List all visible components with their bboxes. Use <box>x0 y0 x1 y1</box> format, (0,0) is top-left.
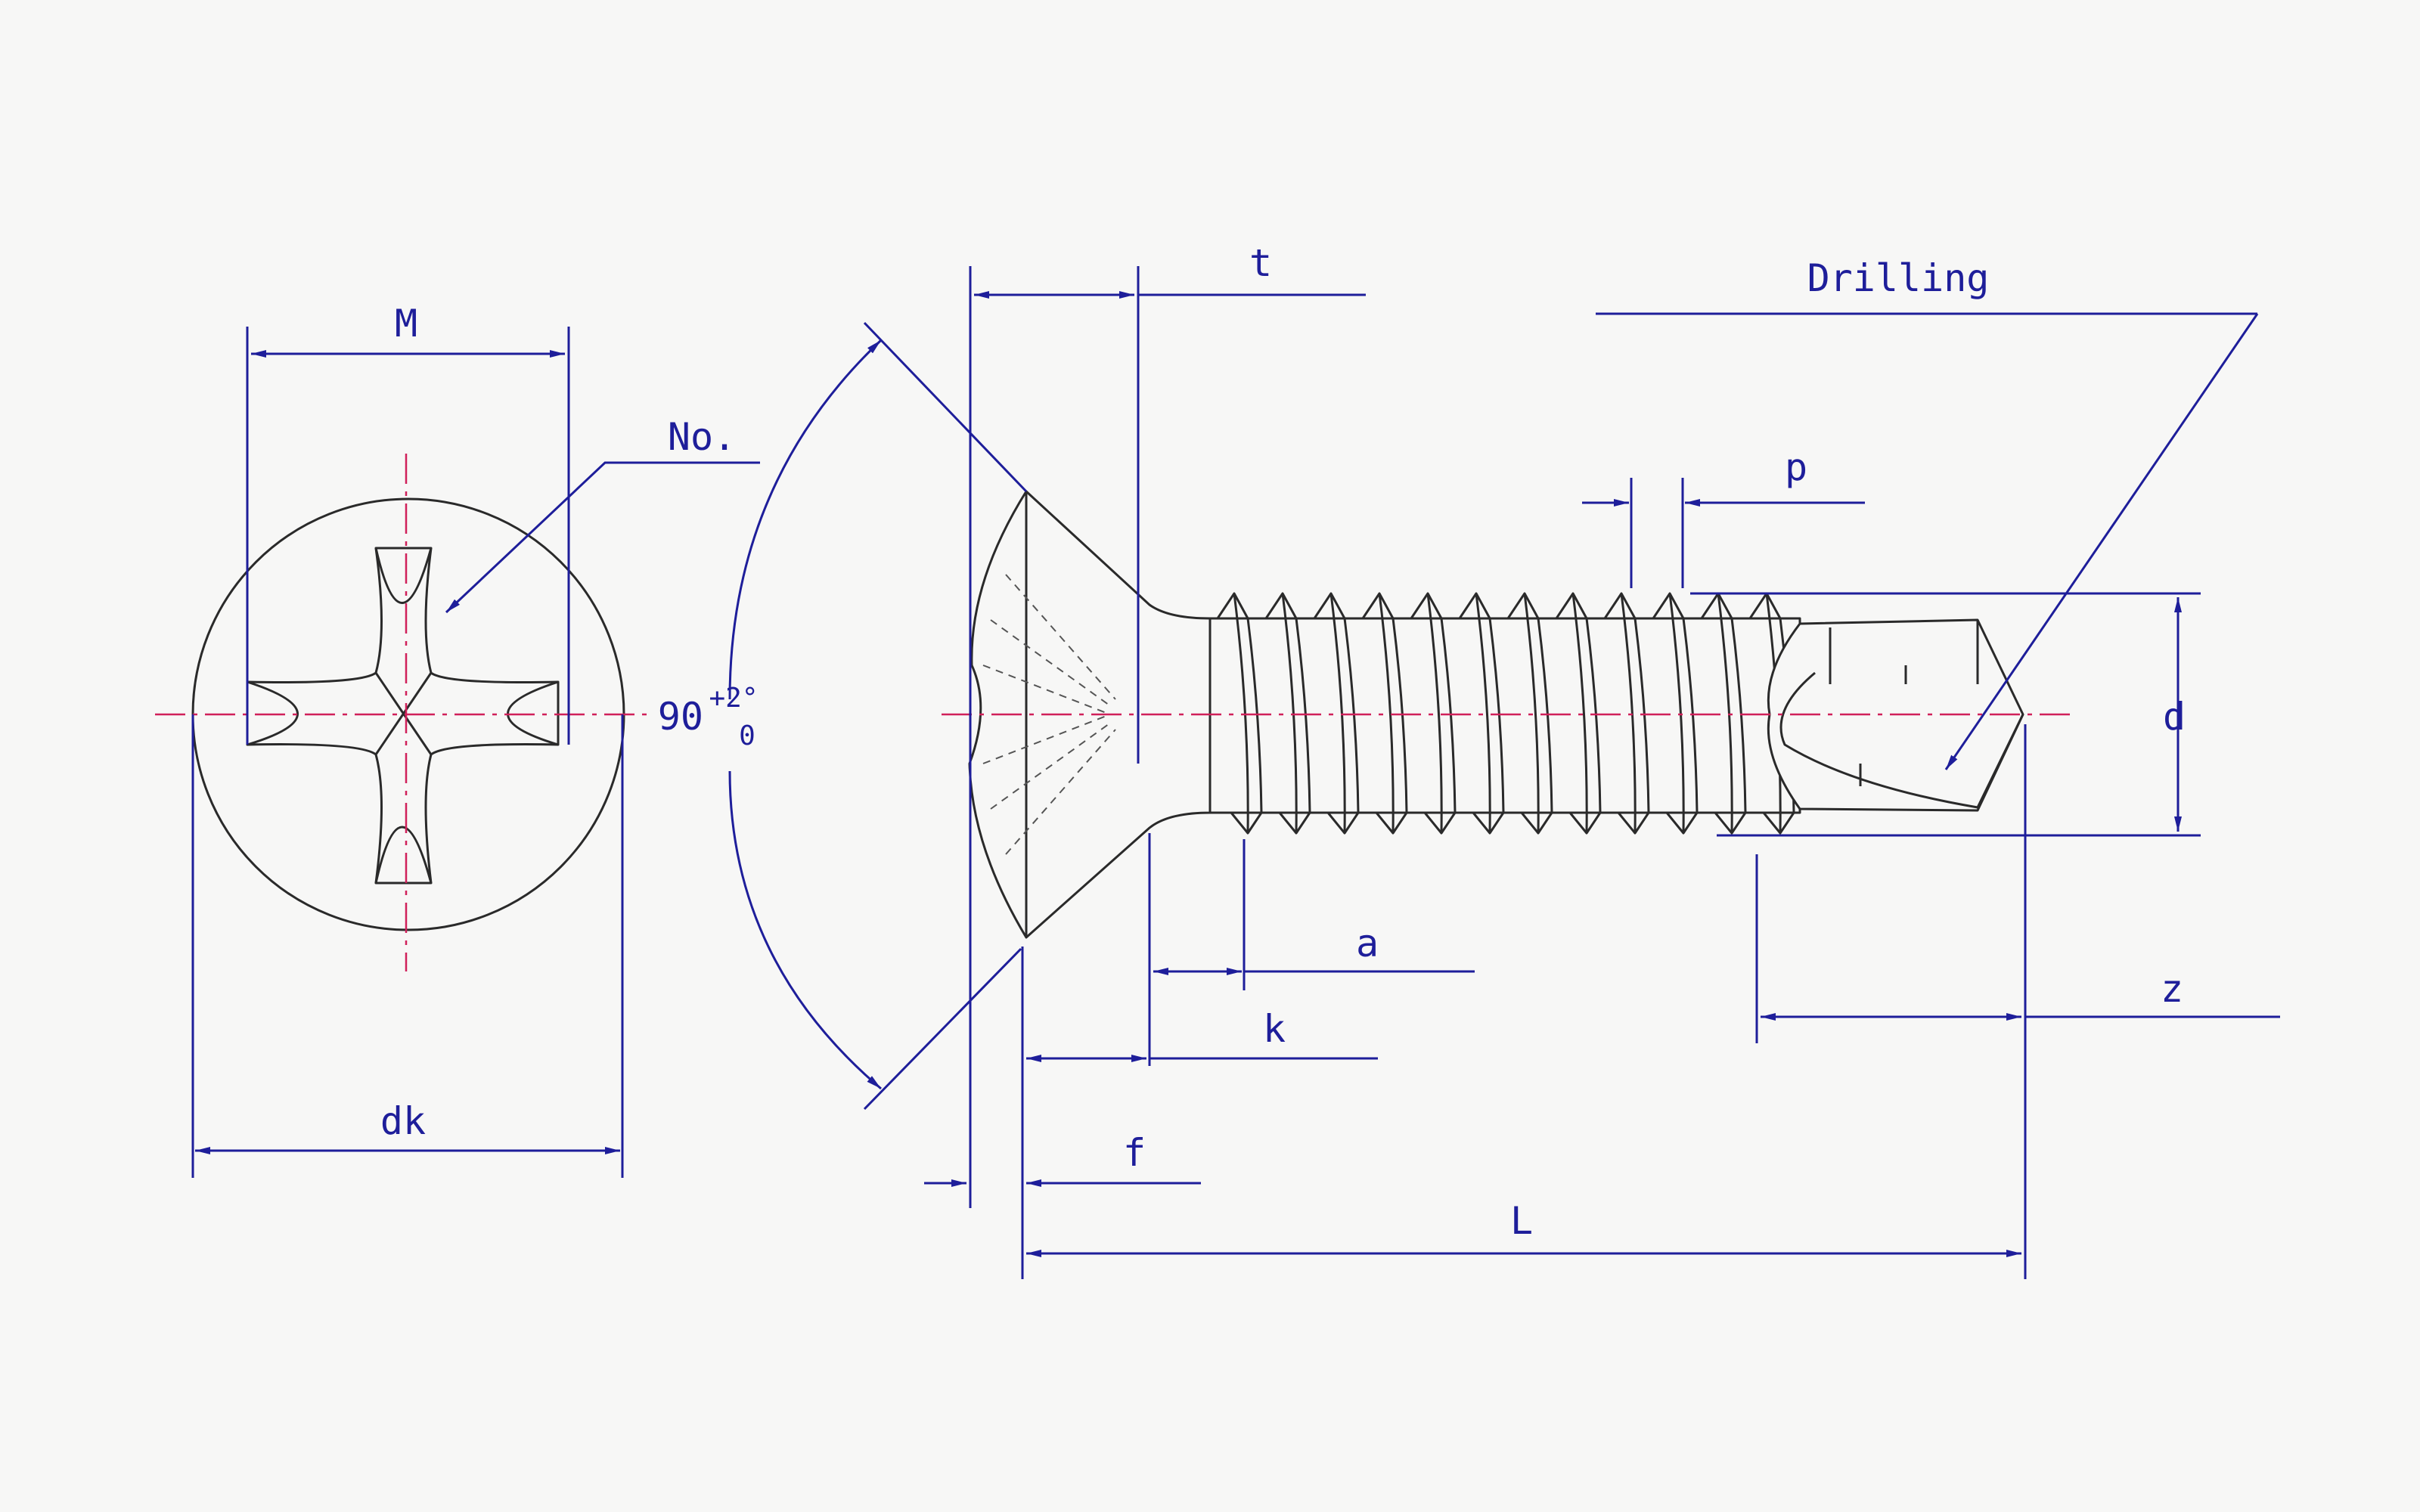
thread-crests <box>1216 592 1795 835</box>
thread-crest <box>1458 592 1505 835</box>
recess-hidden-lines <box>982 574 1116 855</box>
thread-crest <box>1264 592 1311 835</box>
angle-value: 90 <box>658 695 703 739</box>
angle-upper-tolerance: +2° <box>709 683 758 714</box>
recess-inner-lines <box>247 547 559 884</box>
d-label: d <box>2163 695 2186 739</box>
drilling-leader-diagonal <box>1944 313 2259 770</box>
screw-side-view <box>942 490 2072 939</box>
side-view-dimensions: t 90 +2° 0 Drilling p d a k <box>658 241 2280 1279</box>
thread-crest <box>1652 592 1699 835</box>
angle-extension-lower <box>863 947 1022 1111</box>
angle-lower-tolerance: 0 <box>739 720 755 751</box>
k-label: k <box>1263 1007 1286 1051</box>
thread-crest <box>1410 592 1457 835</box>
dk-label: dk <box>380 1099 426 1143</box>
drill-flute-lines <box>1779 620 2024 809</box>
t-label: t <box>1249 241 1272 285</box>
thread-crest <box>1603 592 1650 835</box>
angle-arc-lower <box>728 770 882 1090</box>
p-label: p <box>1785 445 1807 489</box>
thread-crest <box>1216 592 1263 835</box>
drilling-label: Drilling <box>1807 256 1990 300</box>
angle-arc-upper <box>728 339 883 700</box>
a-label: a <box>1356 922 1379 965</box>
angle-extension-upper <box>863 321 1028 493</box>
thread-crest <box>1555 592 1602 835</box>
f-label: f <box>1123 1131 1146 1175</box>
l-label: L <box>1510 1199 1533 1243</box>
no-label: No. <box>668 415 736 459</box>
m-label: M <box>395 302 417 345</box>
thread-crest <box>1361 592 1408 835</box>
thread-crest <box>1506 592 1553 835</box>
head-top-view: M No. dk <box>155 302 760 1178</box>
thread-crest <box>1313 592 1360 835</box>
no-leader-line <box>445 461 760 614</box>
shank-core <box>1208 617 1801 814</box>
z-label: z <box>2161 967 2183 1011</box>
